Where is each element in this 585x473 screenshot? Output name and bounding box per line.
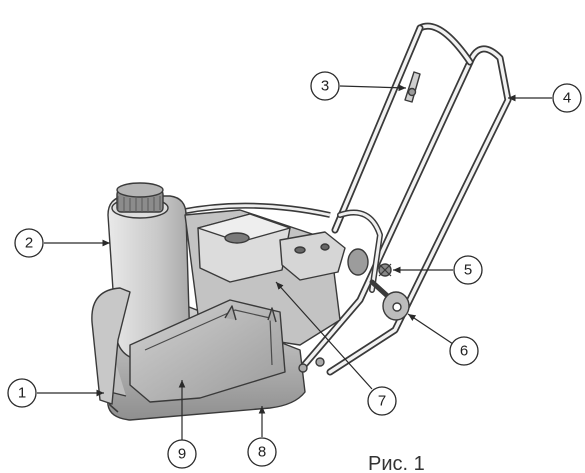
callout-6-label: 6 xyxy=(460,343,468,360)
callout-2-label: 2 xyxy=(25,235,33,252)
handle-frame xyxy=(296,22,512,376)
callouts: 1 2 3 4 5 6 7 8 9 xyxy=(7,71,582,469)
callout-4-circle xyxy=(552,83,582,113)
callout-7-circle xyxy=(367,386,397,416)
callout-5-label: 5 xyxy=(464,262,472,279)
callout-7-label: 7 xyxy=(378,393,386,410)
belt-guard xyxy=(129,299,286,403)
fuel-tank xyxy=(107,182,191,361)
throttle-lever xyxy=(404,71,421,103)
callout-1-label: 1 xyxy=(18,385,26,402)
callout-5-circle xyxy=(453,255,483,285)
callout-8-label: 8 xyxy=(258,444,266,461)
callout-8-circle xyxy=(247,437,277,467)
callout-4-label: 4 xyxy=(563,90,571,107)
callout-6-circle xyxy=(449,336,479,366)
callout-2-circle xyxy=(14,228,44,258)
callout-9-label: 9 xyxy=(178,446,186,463)
callout-9-circle xyxy=(167,439,197,469)
damper-knob xyxy=(369,279,410,321)
machine-illustration xyxy=(91,22,512,421)
handle-lock-knob xyxy=(378,263,392,277)
front-plate xyxy=(91,287,131,405)
callout-3-label: 3 xyxy=(321,78,329,95)
figure-caption: Рис. 1 xyxy=(368,453,425,473)
callout-3-circle xyxy=(310,71,340,101)
callout-1-circle xyxy=(7,378,37,408)
